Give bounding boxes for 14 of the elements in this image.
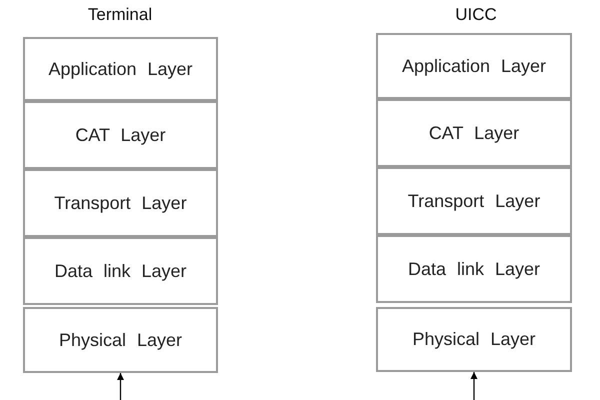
layer-box: Physical Layer [376, 307, 572, 372]
stack-heading: UICC [455, 6, 497, 23]
layer-box: Application Layer [376, 33, 572, 99]
arrow [470, 372, 478, 400]
arrow [116, 373, 124, 400]
layer-box: Physical Layer [23, 307, 218, 373]
layer-box: Transport Layer [376, 167, 572, 235]
layer-box: Application Layer [23, 37, 218, 101]
layer-box: CAT Layer [23, 101, 218, 169]
layer-box: Transport Layer [23, 169, 218, 237]
stack-heading: Terminal [88, 6, 152, 23]
layer-box: Data link Layer [376, 235, 572, 303]
layer-box: CAT Layer [376, 99, 572, 167]
layer-box: Data link Layer [23, 237, 218, 305]
